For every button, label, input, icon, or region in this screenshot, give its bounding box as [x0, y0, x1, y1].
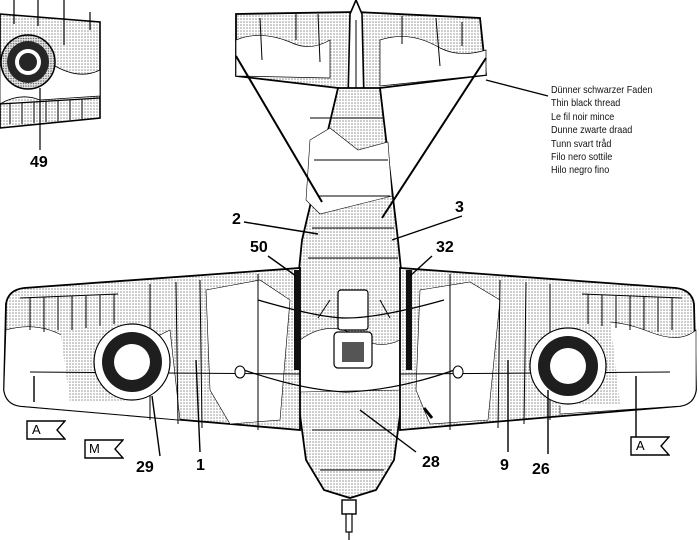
paint-flag-left-wing — [26, 420, 66, 440]
callout-49: 49 — [30, 154, 48, 171]
callout-1: 1 — [196, 457, 205, 474]
thread-note-fr: Le fil noir mince — [551, 110, 615, 123]
callout-9: 9 — [500, 457, 509, 474]
paint-flag-right-wing-label: A — [636, 438, 645, 453]
thread-note-es: Hilo negro fino — [551, 164, 610, 177]
paint-flag-left-lower-label: M — [89, 441, 100, 456]
thread-note-nl: Dunne zwarte draad — [551, 124, 633, 137]
paint-flag-right-wing — [630, 436, 670, 456]
paint-flag-left-wing-label: A — [32, 422, 41, 437]
callout-50: 50 — [250, 239, 268, 256]
callout-26: 26 — [532, 461, 550, 478]
thread-note: Dünner schwarzer Faden Thin black thread… — [551, 84, 652, 178]
callout-29: 29 — [136, 459, 154, 476]
tailplane — [235, 0, 487, 101]
left-roundel — [93, 323, 171, 401]
thread-note-sv: Tunn svart tråd — [551, 137, 612, 150]
thread-note-de: Dünner schwarzer Faden — [551, 84, 653, 96]
paint-flag-left-lower — [84, 439, 124, 459]
leader-lines — [33, 79, 637, 457]
thread-note-it: Filo nero sottile — [551, 151, 613, 164]
callout-2: 2 — [232, 211, 241, 228]
fuselage — [235, 55, 487, 540]
thread-note-en: Thin black thread — [551, 97, 621, 110]
callout-28: 28 — [422, 454, 440, 471]
inset-wing-detail — [0, 0, 101, 150]
callout-32: 32 — [436, 239, 454, 256]
callout-3: 3 — [455, 199, 464, 216]
right-roundel — [529, 327, 607, 405]
